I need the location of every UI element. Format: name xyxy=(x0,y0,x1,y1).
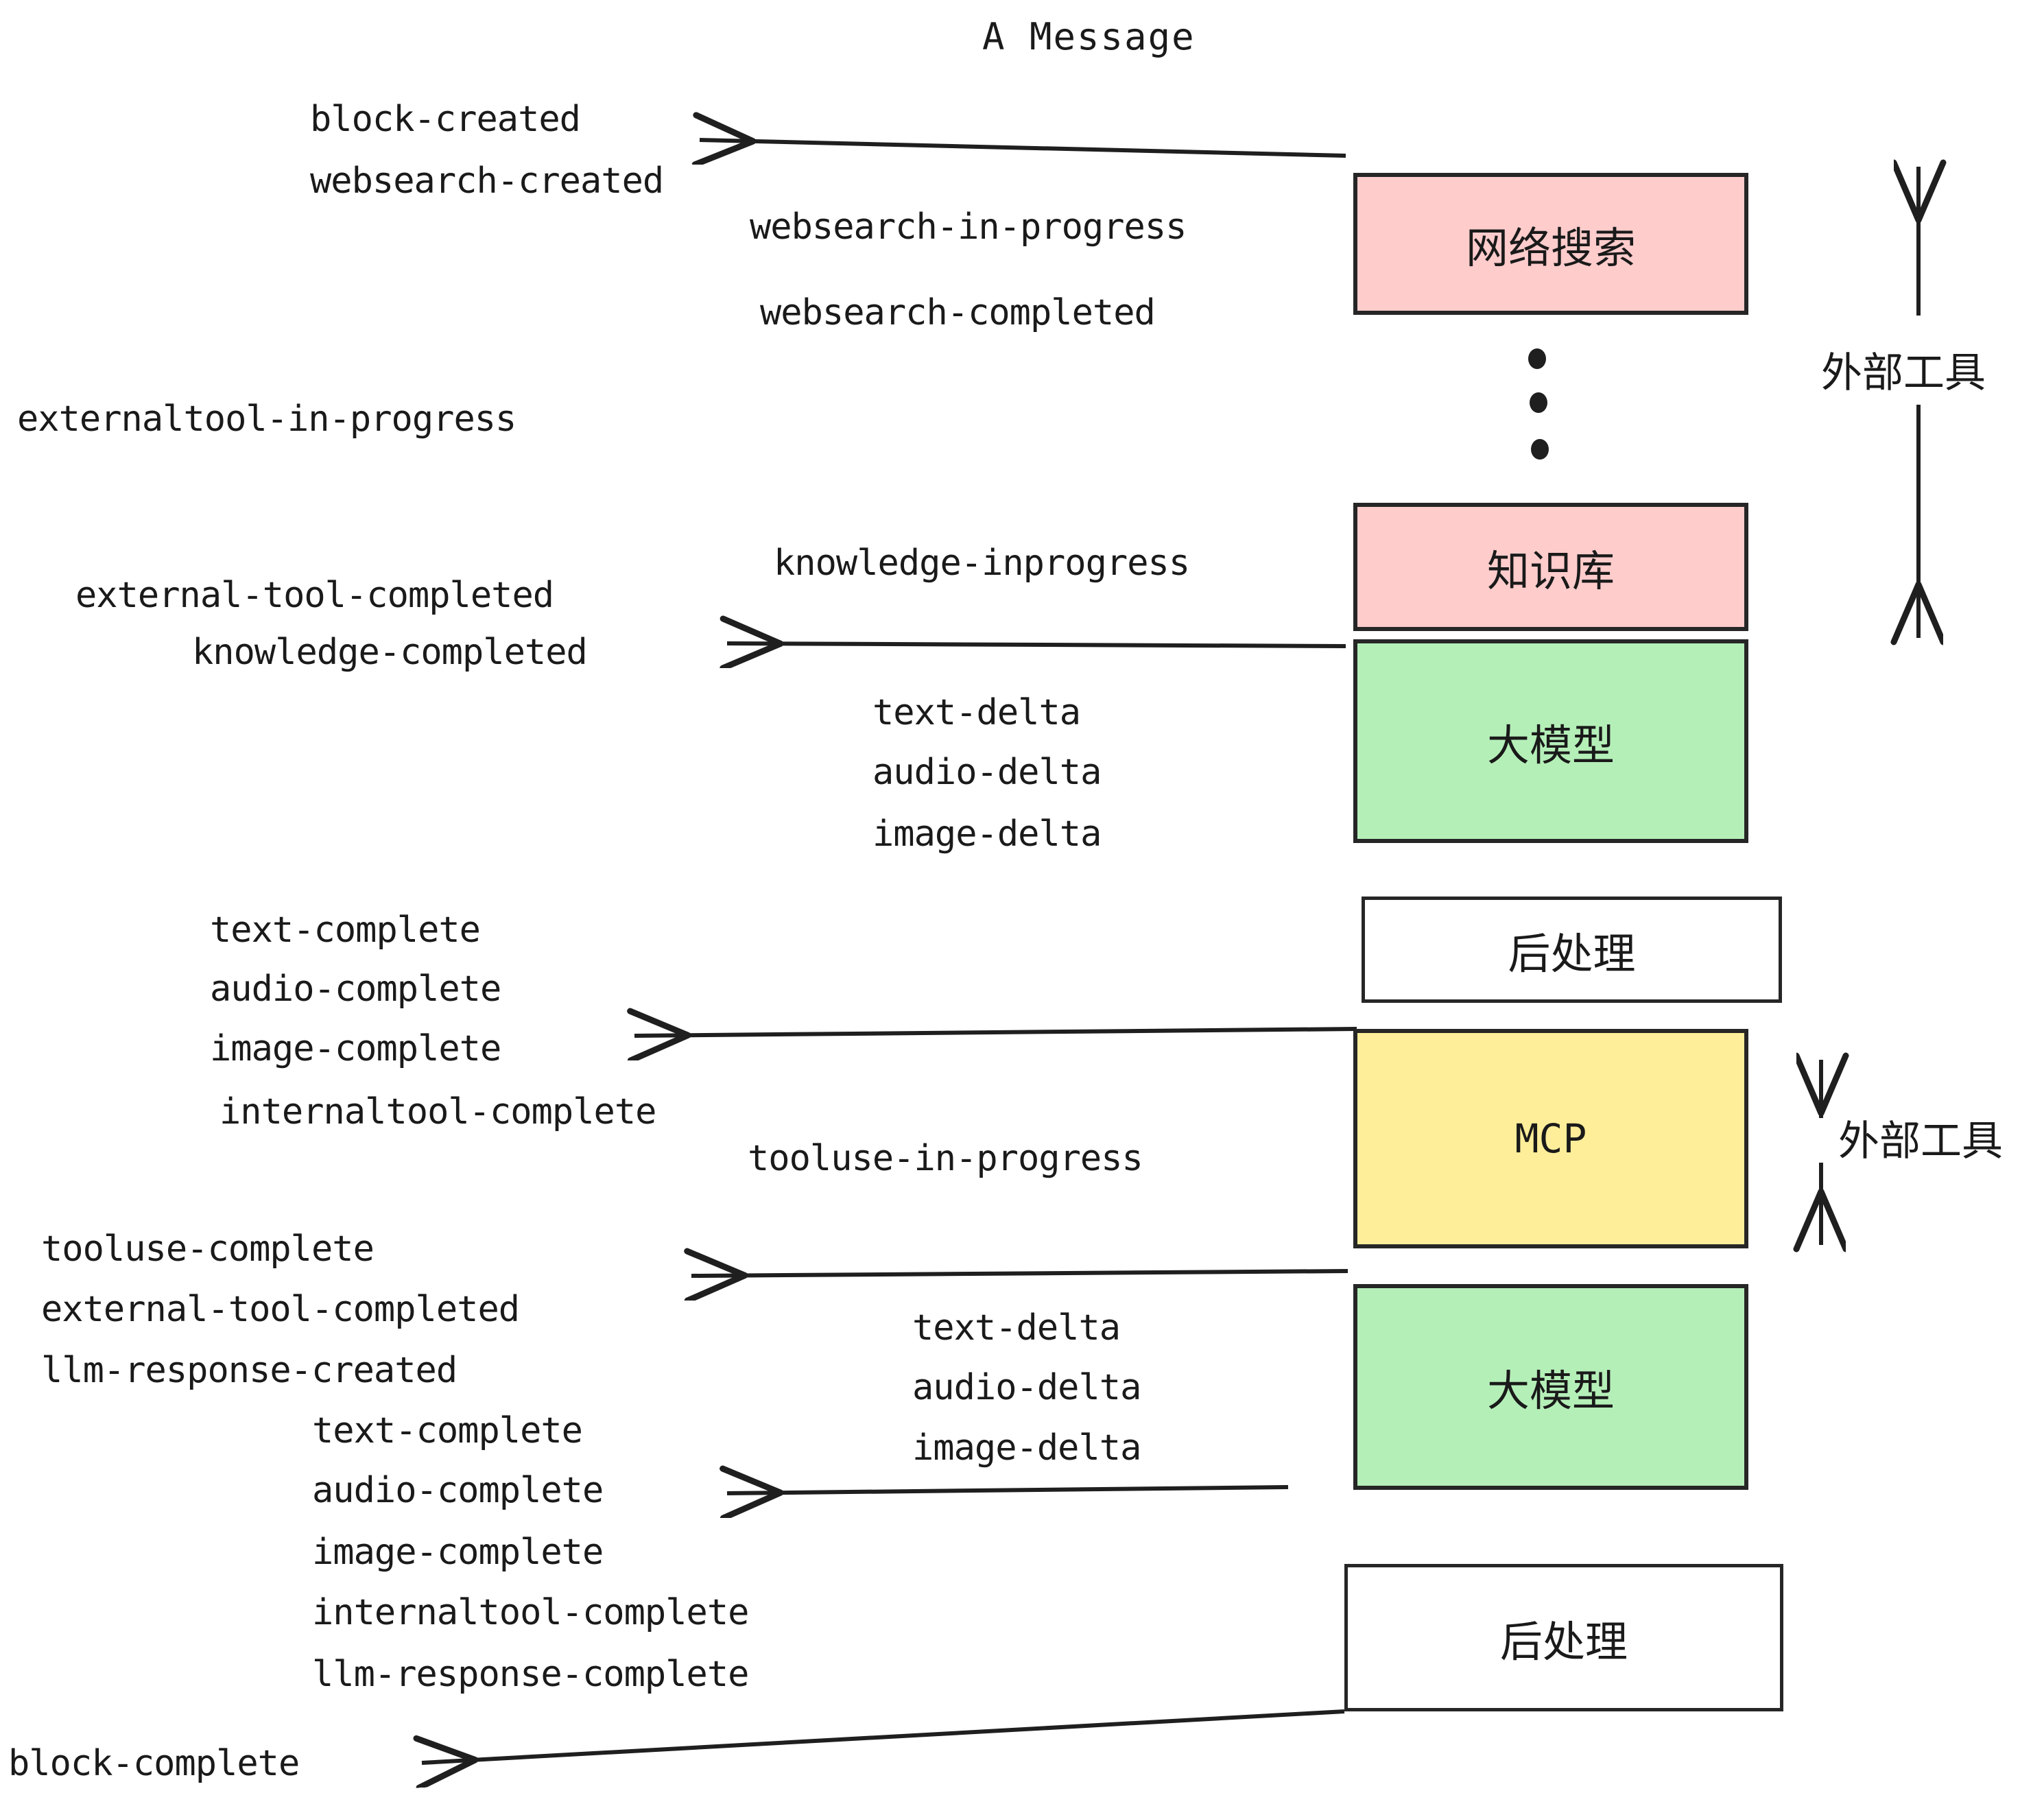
event-text-complete-2: text-complete xyxy=(312,1410,583,1451)
arrow-websearch-to-blockcreated xyxy=(700,140,1346,156)
event-external-tool-completed-2: external-tool-completed xyxy=(41,1289,520,1330)
event-text-delta-2: text-delta xyxy=(912,1307,1121,1349)
event-image-delta-2: image-delta xyxy=(912,1427,1141,1469)
event-tooluse-in-progress: tooluse-in-progress xyxy=(748,1138,1143,1179)
box-mcp-label: MCP xyxy=(1514,1115,1587,1162)
event-llm-response-complete: llm-response-complete xyxy=(312,1654,749,1695)
event-internaltool-complete-1: internaltool-complete xyxy=(219,1091,656,1132)
box-mcp[interactable]: MCP xyxy=(1353,1029,1748,1248)
box-postprocess-1[interactable]: 后处理 xyxy=(1362,897,1782,1003)
box-llm-2-label: 大模型 xyxy=(1486,1366,1615,1416)
box-knowledge[interactable]: 知识库 xyxy=(1353,503,1748,631)
event-audio-delta-2: audio-delta xyxy=(912,1367,1141,1408)
event-internaltool-complete-2: internaltool-complete xyxy=(312,1592,749,1633)
event-externaltool-in-progress: externaltool-in-progress xyxy=(17,399,516,440)
arrow-postprocess1-to-imagecomplete xyxy=(634,1029,1357,1036)
event-llm-response-created: llm-response-created xyxy=(41,1350,457,1391)
arrow-llm1-to-knowledgecompleted xyxy=(727,643,1346,646)
box-llm-1[interactable]: 大模型 xyxy=(1353,639,1748,843)
event-text-delta-1: text-delta xyxy=(872,692,1081,733)
box-postprocess-2[interactable]: 后处理 xyxy=(1344,1564,1783,1711)
ellipsis-dot-2 xyxy=(1530,392,1547,413)
external-tool-label-bottom: 外部工具 xyxy=(1838,1117,2003,1165)
event-block-created: block-created xyxy=(310,99,581,140)
page-title: A Message xyxy=(982,15,1196,58)
event-knowledge-inprogress: knowledge-inprogress xyxy=(774,543,1190,584)
event-websearch-completed: websearch-completed xyxy=(760,292,1156,333)
arrow-llm2-to-audiocomplete xyxy=(727,1487,1289,1493)
arrow-postprocess2-to-blockcomplete xyxy=(422,1709,1345,1763)
box-postprocess-2-label: 后处理 xyxy=(1499,1616,1628,1667)
event-audio-complete-2: audio-complete xyxy=(312,1470,604,1511)
event-tooluse-complete: tooluse-complete xyxy=(41,1229,375,1270)
box-llm-2[interactable]: 大模型 xyxy=(1353,1284,1748,1490)
event-websearch-created: websearch-created xyxy=(310,161,664,202)
box-websearch-label: 网络搜索 xyxy=(1465,222,1636,273)
event-external-tool-completed-1: external-tool-completed xyxy=(75,575,554,616)
external-tool-label-top: 外部工具 xyxy=(1821,349,1986,397)
ellipsis-dot-1 xyxy=(1528,348,1546,369)
event-image-complete-1: image-complete xyxy=(210,1028,501,1069)
box-postprocess-1-label: 后处理 xyxy=(1508,928,1636,979)
box-knowledge-label: 知识库 xyxy=(1486,545,1615,596)
event-block-complete: block-complete xyxy=(8,1743,300,1784)
box-websearch[interactable]: 网络搜索 xyxy=(1353,173,1748,315)
event-text-complete-1: text-complete xyxy=(210,910,481,951)
event-audio-complete-1: audio-complete xyxy=(210,969,501,1010)
event-image-delta-1: image-delta xyxy=(872,814,1102,855)
event-image-complete-2: image-complete xyxy=(312,1532,604,1573)
box-llm-1-label: 大模型 xyxy=(1486,720,1615,770)
event-websearch-in-progress: websearch-in-progress xyxy=(750,206,1187,248)
event-audio-delta-1: audio-delta xyxy=(872,752,1102,793)
event-knowledge-completed: knowledge-completed xyxy=(192,632,588,673)
ellipsis-dot-3 xyxy=(1531,439,1549,460)
arrow-mcp-to-toolusecomplete xyxy=(691,1271,1348,1276)
